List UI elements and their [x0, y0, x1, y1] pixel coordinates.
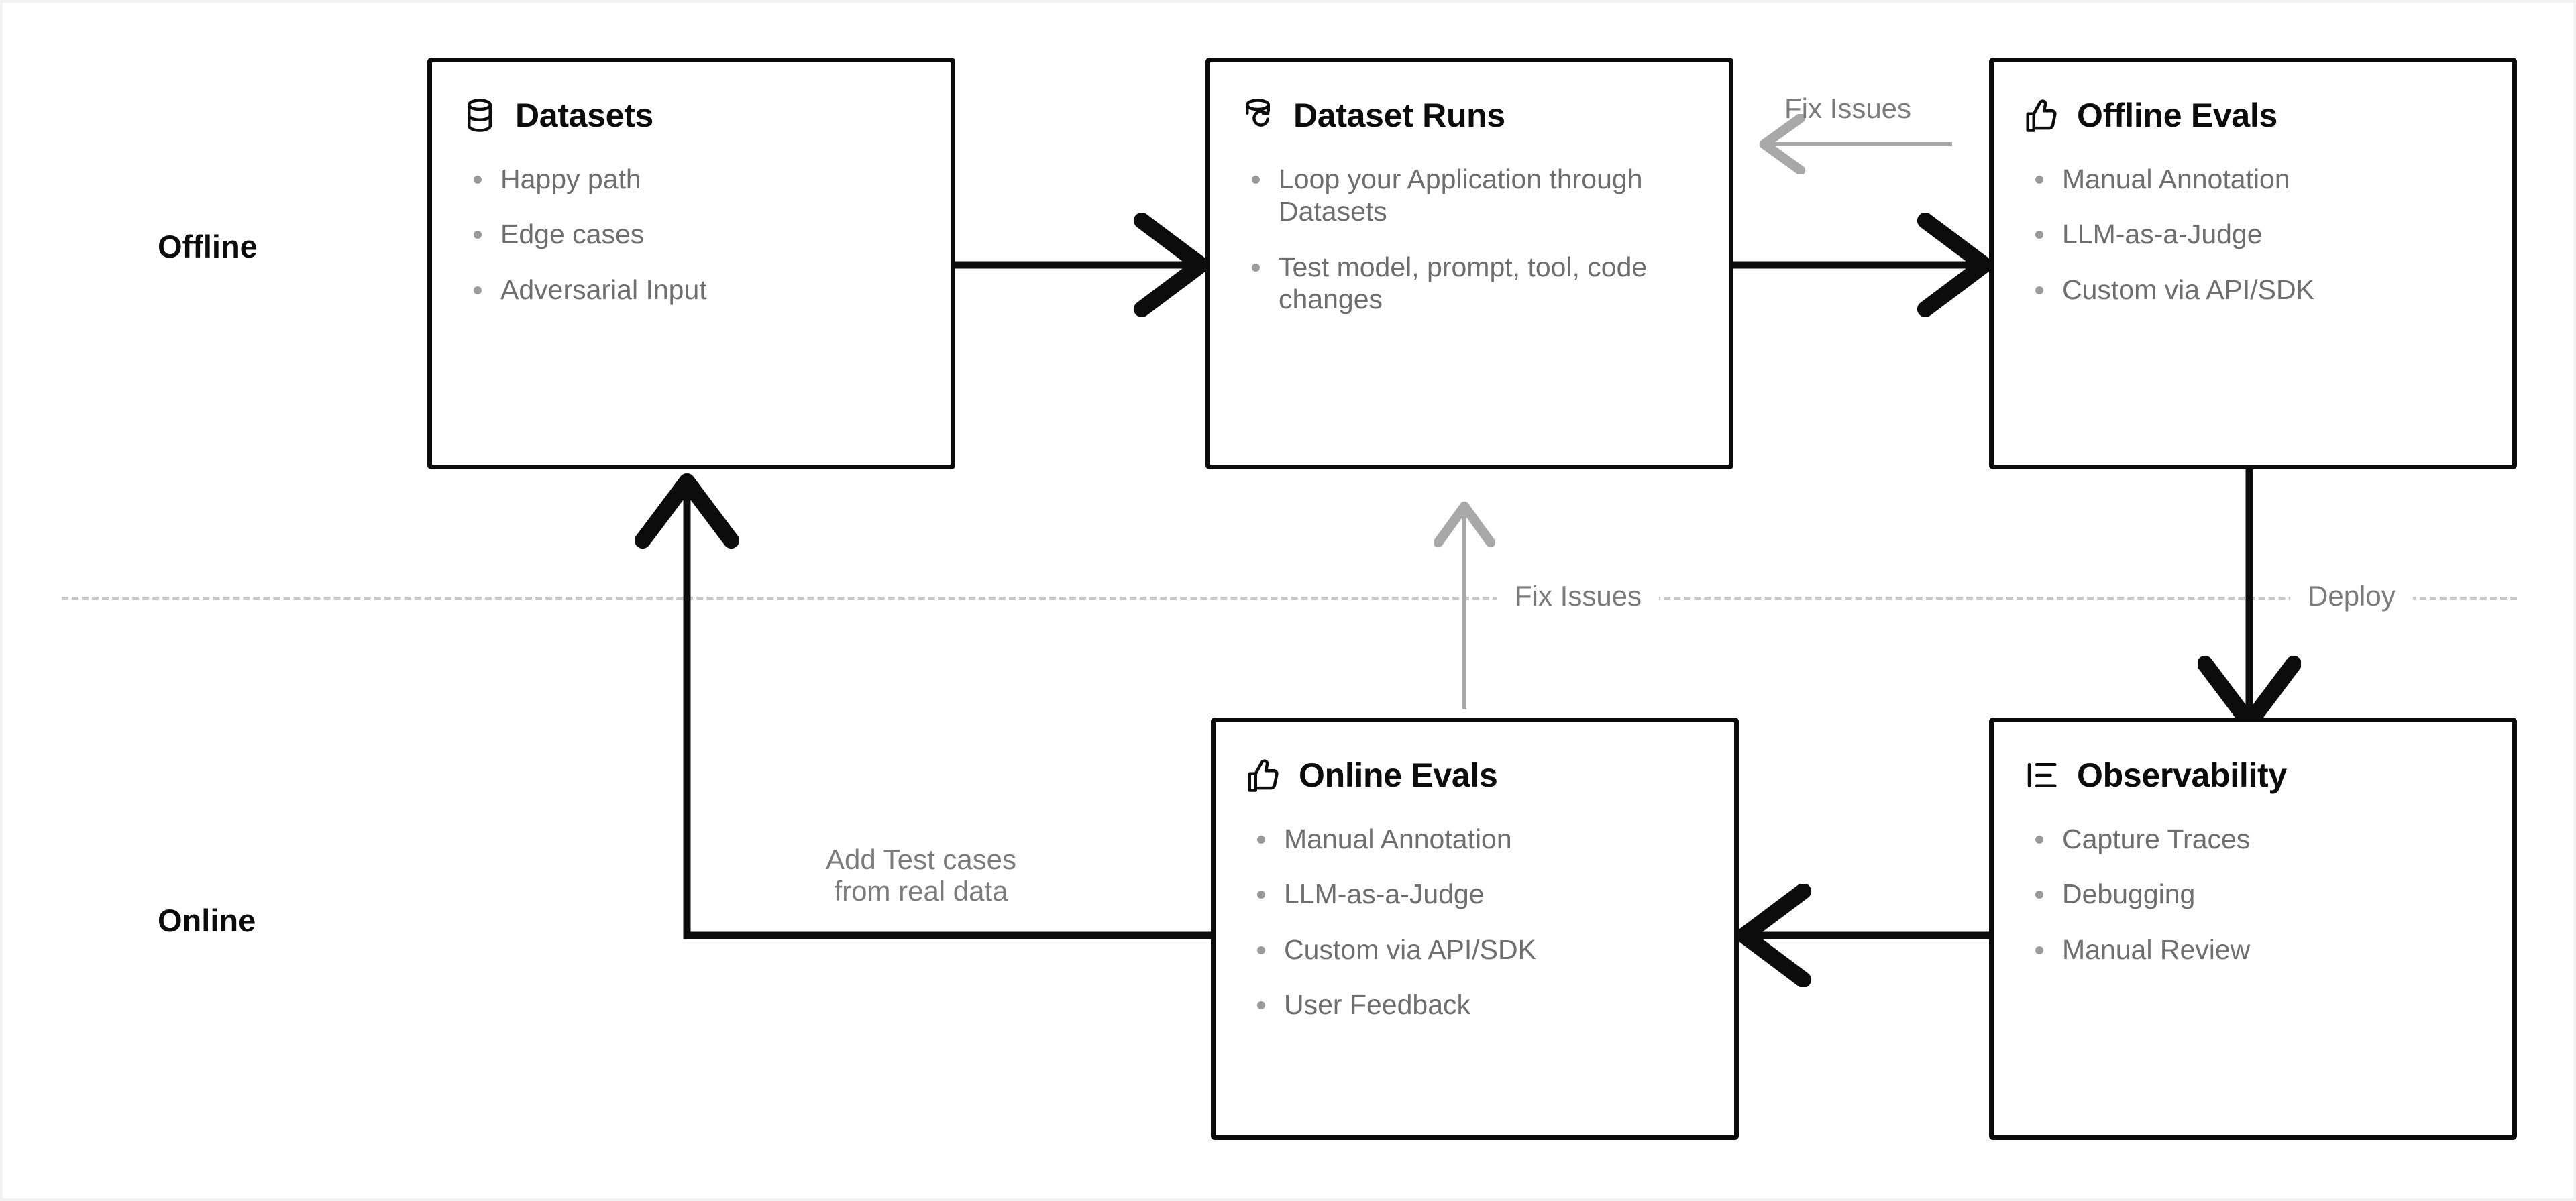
list-item: Happy path [472, 163, 924, 195]
edge-label-add-test-cases-line2: from real data [834, 875, 1008, 907]
edge-label-fix-issues-top: Fix Issues [1784, 93, 1912, 124]
node-datasets-title: Datasets [515, 97, 654, 134]
node-observability-title: Observability [2077, 756, 2287, 794]
thumbs-up-icon [1245, 757, 1281, 793]
node-observability-header: Observability [1994, 722, 2512, 793]
list-tree-icon [2023, 757, 2059, 793]
node-datasets-header: Datasets [432, 62, 951, 133]
list-item: Capture Traces [2034, 823, 2485, 855]
section-label-offline: Offline [158, 229, 258, 264]
list-item: Custom via API/SDK [2034, 274, 2485, 306]
list-item: Manual Review [2034, 933, 2485, 966]
section-label-online: Online [158, 903, 256, 938]
node-dataset-runs-list: Loop your Application through Datasets T… [1210, 133, 1729, 316]
list-item: User Feedback [1256, 988, 1707, 1021]
offline-online-divider [62, 597, 2517, 600]
node-datasets-list: Happy path Edge cases Adversarial Input [432, 133, 951, 306]
node-online-evals-header: Online Evals [1216, 722, 1734, 793]
node-online-evals[interactable]: Online Evals Manual Annotation LLM-as-a-… [1211, 718, 1739, 1140]
divider-label-deploy: Deploy [2290, 582, 2413, 610]
edge-label-add-test-cases: Add Test cases from real data [808, 844, 1034, 907]
list-item: Custom via API/SDK [1256, 933, 1707, 966]
node-offline-evals-title: Offline Evals [2077, 97, 2277, 134]
list-item: LLM-as-a-Judge [1256, 878, 1707, 910]
node-dataset-runs-header: Dataset Runs [1210, 62, 1729, 133]
list-item: Adversarial Input [472, 274, 924, 306]
database-refresh-icon [1240, 97, 1276, 133]
divider-label-fix-issues: Fix Issues [1497, 582, 1660, 610]
node-observability-list: Capture Traces Debugging Manual Review [1994, 793, 2512, 966]
node-offline-evals[interactable]: Offline Evals Manual Annotation LLM-as-a… [1989, 58, 2517, 469]
node-observability[interactable]: Observability Capture Traces Debugging M… [1989, 718, 2517, 1140]
node-dataset-runs-title: Dataset Runs [1293, 97, 1505, 134]
node-offline-evals-header: Offline Evals [1994, 62, 2512, 133]
database-icon [462, 97, 498, 133]
node-online-evals-list: Manual Annotation LLM-as-a-Judge Custom … [1216, 793, 1734, 1021]
edge-label-add-test-cases-line1: Add Test cases [825, 844, 1017, 875]
list-item: Manual Annotation [1256, 823, 1707, 855]
list-item: Debugging [2034, 878, 2485, 910]
node-datasets[interactable]: Datasets Happy path Edge cases Adversari… [427, 58, 955, 469]
list-item: LLM-as-a-Judge [2034, 218, 2485, 250]
list-item: Test model, prompt, tool, code changes [1250, 251, 1702, 316]
node-offline-evals-list: Manual Annotation LLM-as-a-Judge Custom … [1994, 133, 2512, 306]
node-online-evals-title: Online Evals [1299, 756, 1498, 794]
thumbs-up-icon [2023, 97, 2059, 133]
list-item: Loop your Application through Datasets [1250, 163, 1702, 228]
list-item: Edge cases [472, 218, 924, 250]
node-dataset-runs[interactable]: Dataset Runs Loop your Application throu… [1205, 58, 1733, 469]
list-item: Manual Annotation [2034, 163, 2485, 195]
